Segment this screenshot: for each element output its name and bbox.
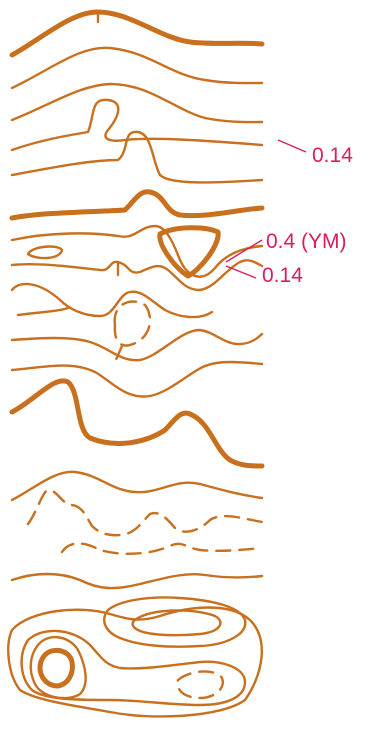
contour-line	[62, 544, 262, 554]
contour-line	[104, 598, 245, 647]
contour-line	[12, 362, 262, 397]
annotation-label-peak: 0.4 (YM)	[266, 230, 347, 253]
contour-line	[12, 84, 262, 122]
contour-line	[115, 302, 150, 346]
contour-line	[12, 381, 262, 466]
contour-core	[40, 650, 72, 686]
annotation-leader-bottom	[226, 266, 256, 278]
contour-line	[12, 48, 262, 88]
contour-line	[12, 100, 262, 150]
annotation-leader-peak	[226, 240, 262, 262]
contour-line	[133, 610, 221, 635]
contour-line	[12, 574, 262, 588]
contour-line	[28, 490, 262, 535]
annotation-label-top: 0.14	[312, 144, 353, 167]
contour-line	[12, 226, 262, 277]
contour-lines	[8, 12, 262, 716]
contour-line	[28, 247, 62, 259]
annotation-leader-top	[278, 140, 306, 152]
annotation-label-bottom: 0.14	[262, 264, 303, 287]
contour-line	[12, 192, 262, 218]
contour-line	[12, 472, 262, 500]
contour-line	[12, 12, 262, 55]
contour-line	[177, 671, 222, 698]
contour-line	[12, 260, 262, 290]
contour-line	[12, 330, 262, 360]
annotations: 0.14 0.4 (YM) 0.14	[226, 140, 353, 287]
contour-line	[18, 308, 68, 315]
